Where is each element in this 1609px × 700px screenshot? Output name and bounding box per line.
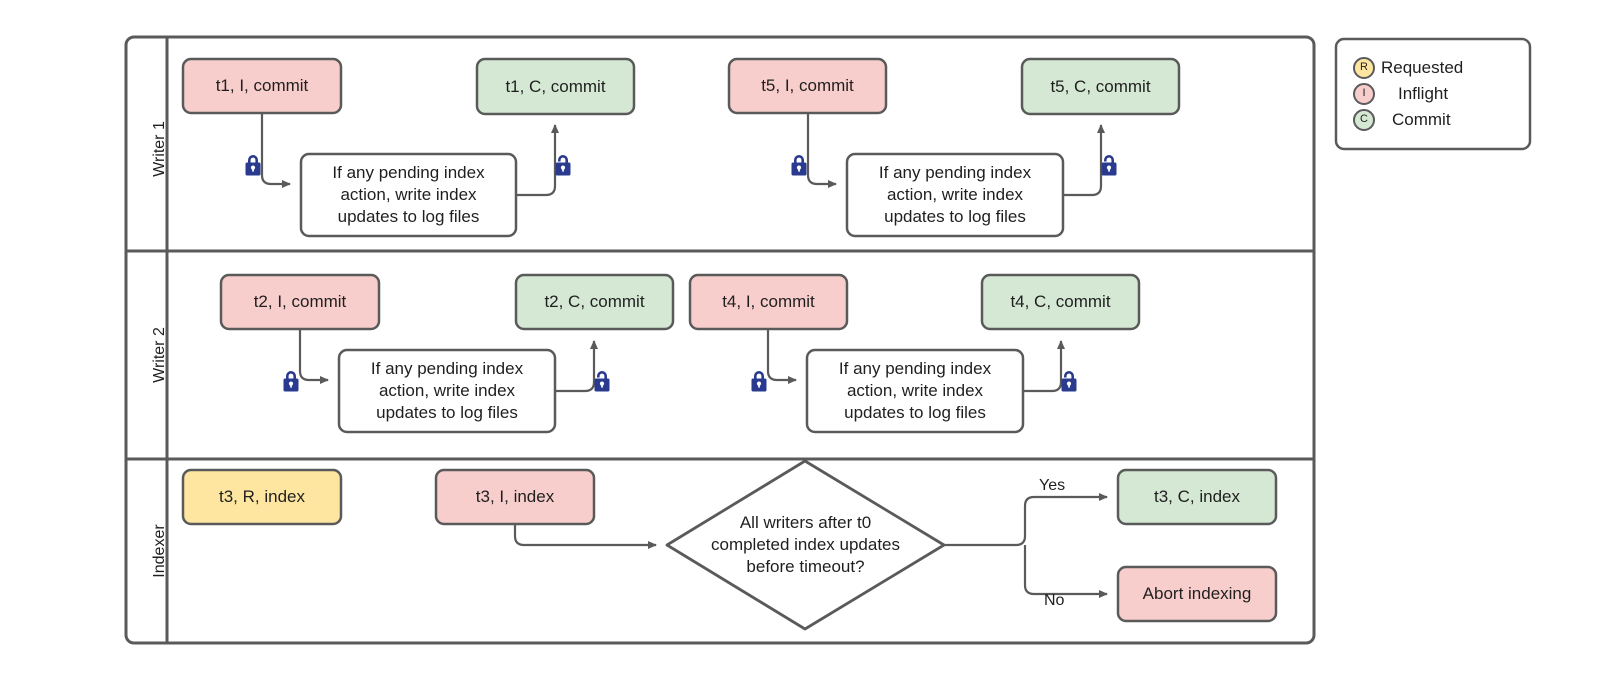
edge-w1-t5i-to-note2 xyxy=(806,113,837,188)
node-w2-t4-inflight[interactable] xyxy=(688,273,849,331)
lock-closed-icon xyxy=(751,371,767,392)
legend-badge-letter-inflight: I xyxy=(1362,87,1366,99)
lane-label-indexer: Indexer xyxy=(148,496,172,606)
node-w1-t1-inflight[interactable] xyxy=(181,57,343,115)
edge-w2-t2i-to-note1 xyxy=(298,329,329,384)
edge-w1-note2-to-t5c xyxy=(1063,124,1105,197)
lane-label-writer-1: Writer 1 xyxy=(148,94,172,204)
node-ix-decision-diamond[interactable] xyxy=(665,459,946,631)
lock-closed-icon xyxy=(283,371,299,392)
edge-ix-t3i-to-decision xyxy=(513,524,657,549)
legend-badge-letter-requested: R xyxy=(1360,61,1368,73)
node-w2-note-1[interactable] xyxy=(337,348,557,434)
lock-open-icon xyxy=(555,155,571,176)
edge-label-yes: Yes xyxy=(1039,477,1066,494)
legend-badge-inflight xyxy=(1353,83,1375,105)
edge-label-no: No xyxy=(1044,592,1065,609)
node-ix-t3-inflight[interactable] xyxy=(434,468,596,526)
lane-label-text: Indexer xyxy=(151,524,168,578)
node-w2-t2-commit[interactable] xyxy=(514,273,675,331)
node-ix-t3-requested[interactable] xyxy=(181,468,343,526)
edge-ix-decision-to-abort xyxy=(1023,545,1108,598)
edge-w1-t1i-to-note1 xyxy=(260,113,291,188)
lane-label-text: Writer 2 xyxy=(151,327,168,383)
legend-badge-commit xyxy=(1353,109,1375,131)
lock-open-icon xyxy=(594,371,610,392)
edge-w1-note1-to-t1c xyxy=(516,124,559,197)
legend-label-requested: Requested xyxy=(1381,58,1464,77)
node-w1-t5-commit[interactable] xyxy=(1020,57,1181,116)
lock-open-icon xyxy=(1101,155,1117,176)
node-ix-abort[interactable] xyxy=(1116,565,1278,623)
edge-ix-decision-to-t3c xyxy=(944,493,1108,547)
legend-frame xyxy=(1334,37,1532,151)
node-w2-note-2[interactable] xyxy=(805,348,1025,434)
node-w2-t2-inflight[interactable] xyxy=(219,273,381,331)
lock-open-icon xyxy=(1061,371,1077,392)
edge-w2-note1-to-t2c xyxy=(555,340,598,393)
node-w1-note-1[interactable] xyxy=(299,152,518,238)
legend-badge-requested xyxy=(1353,57,1375,79)
edge-w2-note2-to-t4c xyxy=(1023,340,1065,393)
lane-label-writer-2: Writer 2 xyxy=(148,300,172,410)
legend-badge-letter-commit: C xyxy=(1360,113,1368,125)
lock-closed-icon xyxy=(791,155,807,176)
node-w2-t4-commit[interactable] xyxy=(980,273,1141,331)
legend-label-commit: Commit xyxy=(1392,110,1451,129)
legend-label-inflight: Inflight xyxy=(1398,84,1449,103)
node-w1-note-2[interactable] xyxy=(845,152,1065,238)
lock-closed-icon xyxy=(245,155,261,176)
edge-w2-t4i-to-note2 xyxy=(766,329,797,384)
node-w1-t5-inflight[interactable] xyxy=(727,57,888,115)
lane-label-text: Writer 1 xyxy=(151,121,168,177)
node-ix-t3-commit[interactable] xyxy=(1116,468,1278,526)
node-w1-t1-commit[interactable] xyxy=(475,57,636,116)
